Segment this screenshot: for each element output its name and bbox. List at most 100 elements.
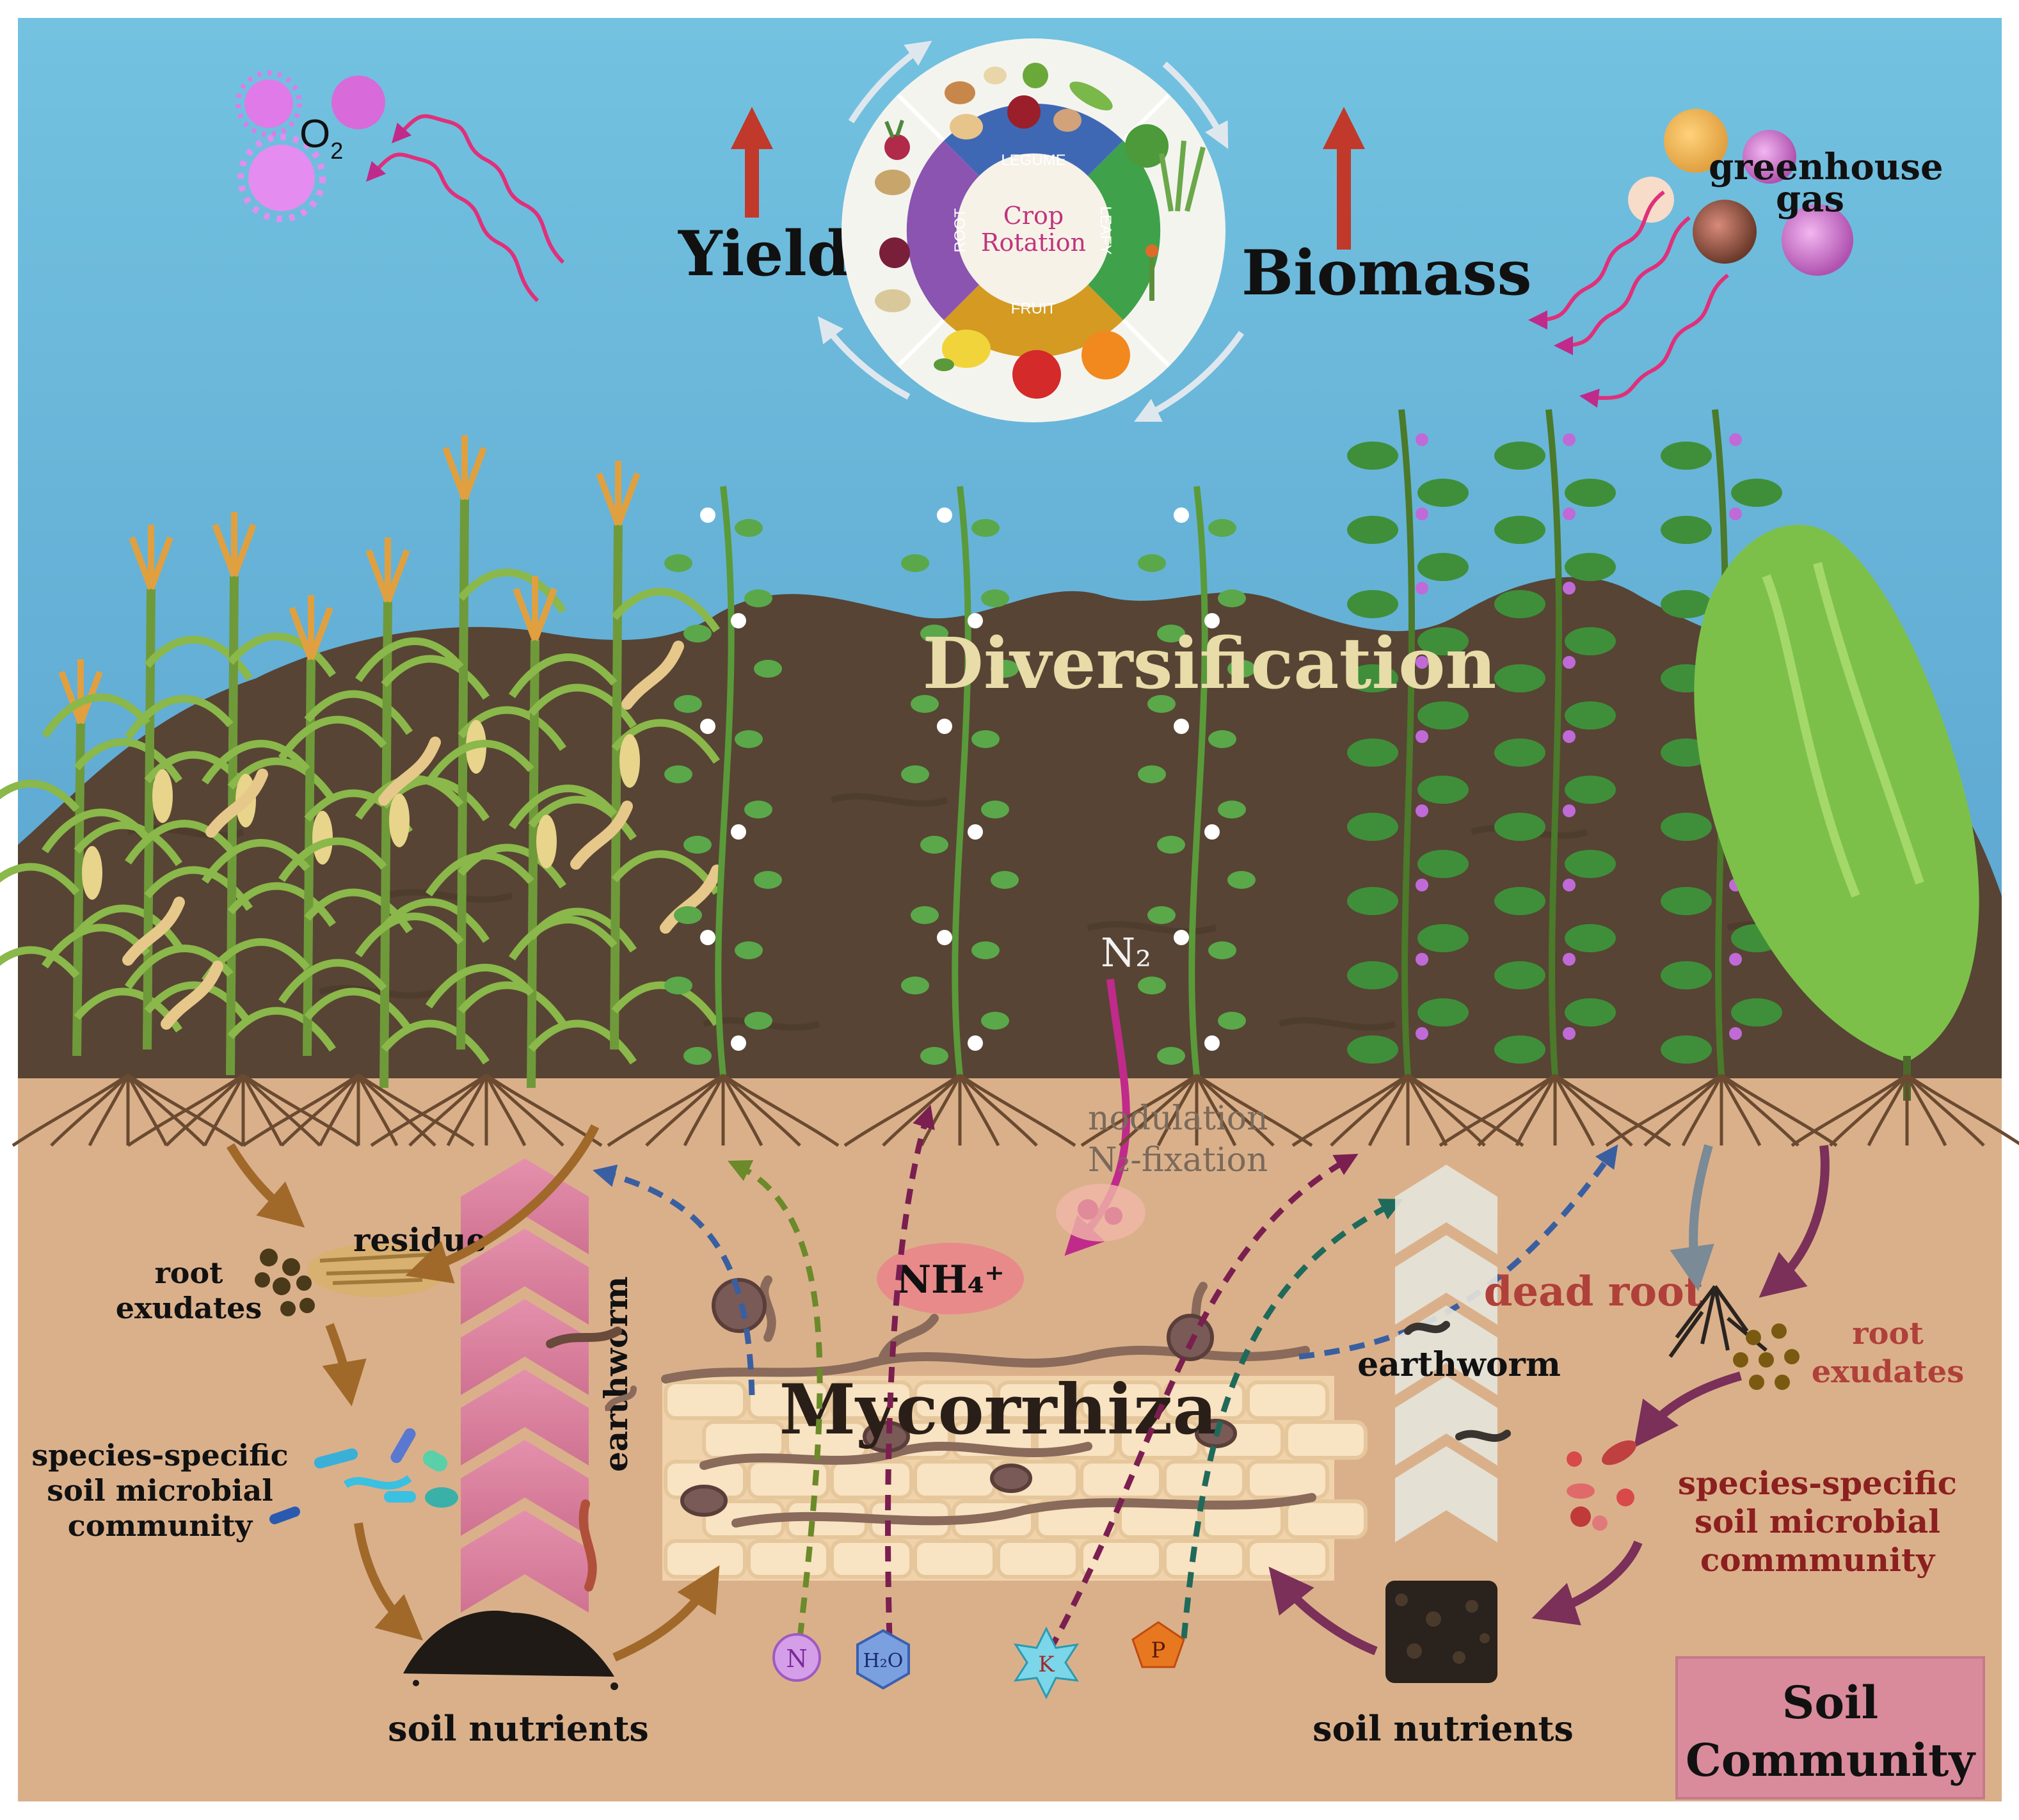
- rotation-label-fruit: FRUIT: [1011, 300, 1057, 317]
- root-cell: [702, 1420, 785, 1460]
- root-cell: [996, 1539, 1080, 1579]
- root-exudates-left-line1: root: [155, 1256, 224, 1290]
- nutrient-token-h2o: H₂O: [856, 1629, 910, 1690]
- greenhouse-gas-label-line2: gas: [1776, 178, 1844, 220]
- root-cell: [747, 1539, 830, 1579]
- microbes-right-line1: species-specific: [1678, 1464, 1957, 1502]
- oxygen-molecules: [235, 70, 385, 222]
- earthworm-right-illustration: [1404, 1321, 1511, 1442]
- svg-text:N: N: [786, 1645, 807, 1673]
- greenhouse-uptake-arrows: [1528, 190, 1729, 408]
- fruit-icons: [934, 330, 1130, 399]
- plant-roots: [12, 1073, 2019, 1147]
- pink-chevron-arrow: [461, 1158, 589, 1613]
- microbes-left-line1: species-specific: [31, 1438, 288, 1473]
- soil-community-badge: Soil Community: [1675, 1656, 1985, 1800]
- root-vegetable-icons: [875, 120, 911, 312]
- dead-root-label: dead root: [1484, 1268, 1704, 1316]
- oxygen-release-arrows: [366, 114, 565, 303]
- pea-plants: [664, 486, 1256, 1076]
- greenhouse-gas-label-line1: greenhouse: [1709, 146, 1943, 188]
- root-cell: [1163, 1539, 1246, 1579]
- root-cell: [1284, 1499, 1368, 1539]
- nutrient-uptake-arrows: [593, 1105, 1618, 1653]
- plant-root: [1605, 1073, 1838, 1147]
- plant-root: [1791, 1073, 2019, 1147]
- pea-plant: [1138, 486, 1256, 1076]
- dried-corn-leaf: [122, 897, 185, 966]
- plant-root: [1439, 1073, 1672, 1147]
- bean-plant: [1347, 409, 1469, 1076]
- pea-plant: [901, 486, 1019, 1076]
- soil-nutrients-pile-left: [403, 1610, 618, 1690]
- root-cell: [830, 1539, 913, 1579]
- svg-text:Community: Community: [1686, 1734, 1976, 1787]
- root-exudates-left-line2: exudates: [116, 1291, 262, 1325]
- dead-root-illustration: [1668, 1285, 1768, 1358]
- microbes-left-line3: community: [68, 1508, 253, 1543]
- root-cell: [913, 1460, 996, 1499]
- plant-root: [607, 1073, 840, 1147]
- root-exudates-right-line1: root: [1852, 1316, 1924, 1352]
- root-cell: [664, 1380, 747, 1420]
- root-cell: [830, 1460, 913, 1499]
- plant-root: [242, 1073, 475, 1147]
- microbes-right-line3: commmunity: [1700, 1541, 1936, 1579]
- svg-text:P: P: [1151, 1638, 1166, 1663]
- root-cell: [1284, 1420, 1368, 1460]
- root-cell: [1080, 1380, 1163, 1420]
- root-cell: [830, 1380, 913, 1420]
- microbe-cluster-left: [269, 1428, 458, 1524]
- root-exudate-dots-right: [1733, 1323, 1800, 1390]
- soil-nutrients-right-label: soil nutrients: [1313, 1708, 1574, 1749]
- pea-plant: [664, 486, 782, 1076]
- legume-seed-icons: [945, 63, 1113, 140]
- root-nodule-illustration: [1056, 1184, 1145, 1241]
- dried-corn-leaf: [570, 801, 633, 870]
- rotation-label-root: ROOT: [952, 208, 969, 253]
- root-cell: [1080, 1539, 1163, 1579]
- lettuce-plant: [1694, 525, 1979, 1101]
- root-exudates-right-line2: exudates: [1812, 1354, 1964, 1390]
- mycorrhiza-vesicles: [680, 1278, 1237, 1517]
- microbes-left-line2: soil microbial: [47, 1473, 273, 1508]
- corn-plant: [125, 512, 336, 1076]
- biomass-label: Biomass: [1241, 237, 1532, 309]
- nutrient-token-k: K: [1013, 1626, 1080, 1700]
- rotation-segment-root: [906, 140, 979, 321]
- oxygen-label: O2: [299, 112, 343, 164]
- rotation-segment-leafy: [1088, 140, 1161, 321]
- earthworm-left-illustration: [546, 1327, 637, 1592]
- yield-label: Yield: [678, 218, 850, 290]
- right-cycle-arrows: [1268, 1144, 1830, 1656]
- n2-fixation-label: N₂-fixation: [1088, 1141, 1268, 1179]
- root-cell: [747, 1380, 830, 1420]
- rotation-center-line1: Crop: [1003, 202, 1064, 230]
- dried-corn-leaf: [660, 865, 722, 934]
- corn-plant: [278, 538, 490, 1089]
- mycorrhiza-label: Mycorrhiza: [779, 1369, 1218, 1450]
- n2-label: N₂: [1101, 929, 1151, 976]
- root-cell: [1246, 1460, 1329, 1499]
- nutrient-token-p: P: [1131, 1621, 1185, 1668]
- greenhouse-gas-molecules: [1628, 109, 1853, 276]
- svg-text:Soil: Soil: [1782, 1676, 1878, 1729]
- root-cell: [664, 1539, 747, 1579]
- earthworm-left-label: earthworm: [597, 1276, 635, 1472]
- rotation-segment-fruit: [943, 285, 1124, 358]
- root-exudate-dots-left: [255, 1249, 315, 1316]
- bean-plant: [1494, 409, 1616, 1076]
- microbes-right-line2: soil microbial: [1695, 1503, 1940, 1540]
- mycorrhiza-hyphae: [661, 1275, 1316, 1528]
- earthworm-right-label: earthworm: [1357, 1345, 1561, 1384]
- nh4-label: NH₄⁺: [896, 1257, 1004, 1302]
- root-cell: [1080, 1460, 1163, 1499]
- corn-plant: [42, 525, 253, 1050]
- crop-rotation-wheel: LEGUME LEAFY FRUIT ROOT Crop Rotation: [817, 38, 1245, 422]
- rotation-center-line2: Rotation: [981, 228, 1086, 257]
- dried-corn-leaf: [621, 641, 684, 710]
- nodulation-label: nodulation: [1088, 1099, 1268, 1138]
- root-cell: [1246, 1380, 1329, 1420]
- dried-corn-leaf: [205, 769, 268, 838]
